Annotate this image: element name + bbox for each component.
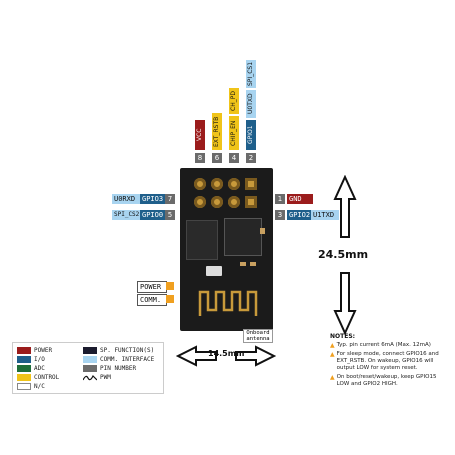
pin-4-ch-pd-label: CH_PD [229, 88, 239, 114]
width-dimension-arrow [176, 345, 276, 367]
pin-6-ext-rstb-label: EXT_RSTB [212, 113, 222, 150]
antenna-trace [198, 290, 258, 316]
note-item: For sleep mode, connect GPIO16 and EXT_R… [336, 351, 439, 371]
pin-hole-4 [228, 178, 240, 190]
legend: POWER I/O ADC CONTROL N/C SP. FUNCTION(S… [12, 342, 164, 394]
legend-label-power: POWER [34, 347, 53, 354]
power-led-indicator [166, 282, 174, 290]
legend-swatch-nc [17, 383, 31, 390]
capacitor [240, 262, 246, 266]
pin-hole-7 [194, 196, 206, 208]
pin-hole-6 [211, 178, 223, 190]
onboard-antenna-label: Onboard antenna [243, 329, 273, 343]
pin-hole-5 [211, 196, 223, 208]
legend-label-nc: N/C [34, 383, 45, 390]
legend-label-io: I/O [34, 356, 45, 363]
legend-swatch-control [17, 374, 31, 381]
pin-number-8: 8 [195, 153, 205, 163]
power-led-label: POWER [137, 281, 167, 293]
legend-label-pinnumber: PIN NUMBER [100, 365, 137, 372]
legend-label-pwm: PWM [100, 374, 111, 381]
legend-swatch-spfunction [83, 347, 97, 354]
pin-number-5: 5 [165, 210, 175, 220]
flash-chip [186, 220, 218, 260]
pin-5-gpio0-label: GPIO0 [140, 210, 166, 220]
pin-3-gpio2-label: GPIO2 [287, 210, 313, 220]
pin-number-7: 7 [165, 194, 175, 204]
pin-number-3: 3 [275, 210, 285, 220]
pin-5-spi-cs2-label: SPI_CS2 [112, 210, 142, 220]
capacitor [250, 262, 256, 266]
pin-hole-8 [194, 178, 206, 190]
note-item: On boot/reset/wakeup, keep GPIO15 LOW an… [336, 374, 437, 387]
legend-swatch-adc [17, 365, 31, 372]
pin-1-gnd-label: GND [287, 194, 313, 204]
comm-led-indicator [166, 295, 174, 303]
comm-led-label: COMM. [137, 294, 167, 306]
legend-label-spfunction: SP. FUNCTION(S) [100, 347, 155, 354]
pin-2-gpio1-label: GPIO1 [246, 120, 256, 150]
pin-4-chip-en-label: CHIP_EN [229, 116, 239, 150]
pin-hole-3 [228, 196, 240, 208]
legend-swatch-power [17, 347, 31, 354]
pwm-icon [83, 374, 97, 381]
pin-number-4: 4 [229, 153, 239, 163]
legend-swatch-pinnumber [83, 365, 97, 372]
legend-label-comm: COMM. INTERFACE [100, 356, 155, 363]
pin-2-u0txd-label: U0TXD [246, 90, 256, 118]
height-dimension-label: 24.5mm [318, 248, 369, 261]
pin-7-gpio3-label: GPIO3 [140, 194, 166, 204]
capacitor [260, 228, 265, 234]
pin-3-u1txd-label: U1TXD [311, 210, 339, 220]
legend-swatch-io [17, 356, 31, 363]
pin-hole-1 [245, 196, 257, 208]
legend-label-adc: ADC [34, 365, 45, 372]
width-dimension-label: 14.5mm [208, 349, 245, 358]
pin-2-spi-cs1-label: SPI_CS1 [246, 60, 256, 88]
pin-number-2: 2 [246, 153, 256, 163]
esp-01-board [180, 168, 273, 331]
legend-label-control: CONTROL [34, 374, 60, 381]
top-pin-labels: VCC EXT_RSTB CHIP_EN CH_PD GPIO1 U0TXD S… [190, 58, 270, 153]
pin-number-1: 1 [275, 194, 285, 204]
warning-icon: ▲ [330, 374, 335, 381]
pin-number-6: 6 [212, 153, 222, 163]
height-dimension-arrow [333, 175, 357, 335]
crystal [206, 266, 222, 276]
notes: NOTES: ▲ Typ. pin current 6mA (Max. 12mA… [330, 333, 442, 388]
pin-7-u0rxd-label: U0RXD [112, 194, 142, 204]
notes-title: NOTES: [330, 333, 356, 340]
pin-hole-2 [245, 178, 257, 190]
esp8266-chip [224, 218, 262, 256]
note-item: Typ. pin current 6mA (Max. 12mA) [336, 342, 431, 348]
pin-8-vcc-label: VCC [195, 120, 205, 150]
warning-icon: ▲ [330, 342, 335, 349]
warning-icon: ▲ [330, 351, 335, 358]
legend-swatch-comm [83, 356, 97, 363]
